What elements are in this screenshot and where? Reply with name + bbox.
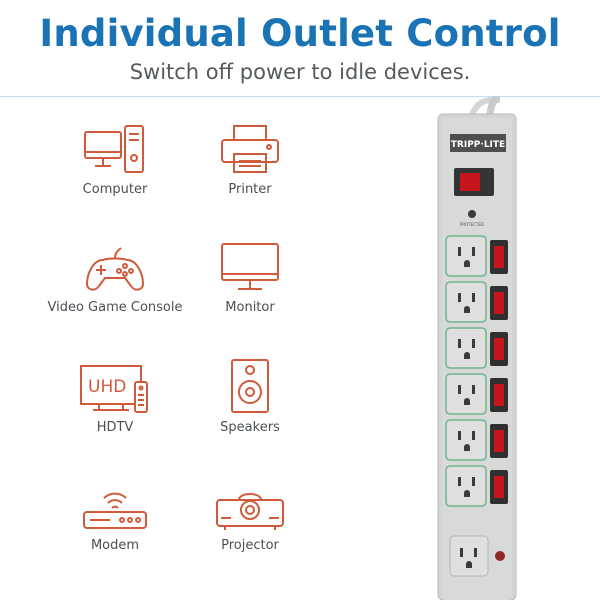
device-label: Computer <box>82 182 148 197</box>
brand-label: TRIPP·LITE <box>451 140 505 150</box>
switched-outlet <box>445 281 508 323</box>
divider <box>0 96 600 97</box>
device-label: Monitor <box>225 300 275 315</box>
page-title: Individual Outlet Control <box>39 12 561 55</box>
page-subtitle: Switch off power to idle devices. <box>129 60 471 84</box>
device-monitor: Monitor <box>175 242 325 315</box>
modem-icon <box>83 492 147 529</box>
device-computer: Computer <box>40 124 190 197</box>
device-label: Speakers <box>220 420 280 435</box>
always-on-outlet <box>449 535 505 577</box>
device-label: Printer <box>228 182 272 197</box>
printer-icon <box>221 125 279 173</box>
device-game-console: Video Game Console <box>40 244 190 315</box>
device-hdtv: UHD HDTV <box>40 362 190 435</box>
hdtv-icon: UHD <box>80 365 148 413</box>
device-projector: Projector <box>175 488 325 553</box>
game-controller-icon <box>85 247 145 291</box>
switched-outlet <box>445 235 508 277</box>
device-modem: Modem <box>40 484 190 553</box>
switched-outlet <box>445 373 508 415</box>
device-label: Projector <box>221 538 279 553</box>
device-label: HDTV <box>96 420 134 435</box>
device-printer: Printer <box>175 124 325 197</box>
projector-icon <box>216 493 284 530</box>
device-label: Modem <box>90 538 140 553</box>
protected-label: PROTECTED <box>460 222 484 227</box>
power-strip-image: TRIPP·LITE PROTECTED <box>420 93 540 601</box>
switched-outlet <box>445 419 508 461</box>
switched-outlet <box>445 327 508 369</box>
device-label: Video Game Console <box>47 300 183 315</box>
monitor-icon <box>221 243 279 290</box>
tv-badge: UHD <box>88 377 126 397</box>
switched-outlet <box>445 465 508 507</box>
speaker-icon <box>231 359 269 413</box>
device-speakers: Speakers <box>175 358 325 435</box>
computer-icon <box>84 125 144 173</box>
